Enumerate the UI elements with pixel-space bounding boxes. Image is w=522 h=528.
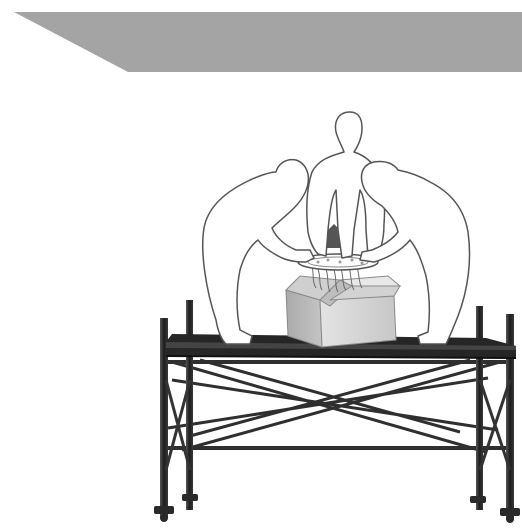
light-fixture xyxy=(297,253,379,293)
cardboard-box xyxy=(285,275,402,348)
scaffold-frame xyxy=(154,300,520,523)
person-center xyxy=(306,111,386,259)
ceiling xyxy=(14,12,522,72)
person-left xyxy=(202,158,315,345)
person-right xyxy=(359,160,471,345)
